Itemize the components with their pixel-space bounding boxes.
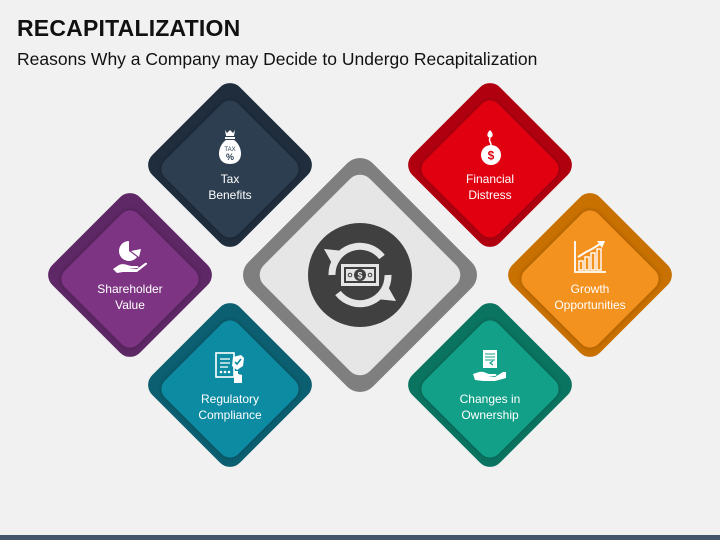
money-cycle-icon: $: [308, 223, 412, 327]
footer-bar: [0, 535, 720, 540]
svg-text:$: $: [488, 149, 495, 163]
growth-chart-icon: [570, 237, 610, 277]
svg-text:$: $: [357, 271, 362, 281]
money-bomb-icon: $: [470, 127, 510, 167]
page-subtitle: Reasons Why a Company may Decide to Unde…: [17, 49, 538, 69]
svg-text:%: %: [226, 152, 234, 162]
compliance-document-icon: [210, 347, 250, 387]
svg-text:TAX: TAX: [224, 147, 235, 153]
hand-pie-chart-icon: [110, 237, 150, 277]
hand-document-icon: [470, 347, 510, 387]
tax-bag-icon: TAX %: [210, 127, 250, 167]
center-diamond: $: [234, 149, 486, 401]
page-title: RECAPITALIZATION: [17, 15, 241, 41]
